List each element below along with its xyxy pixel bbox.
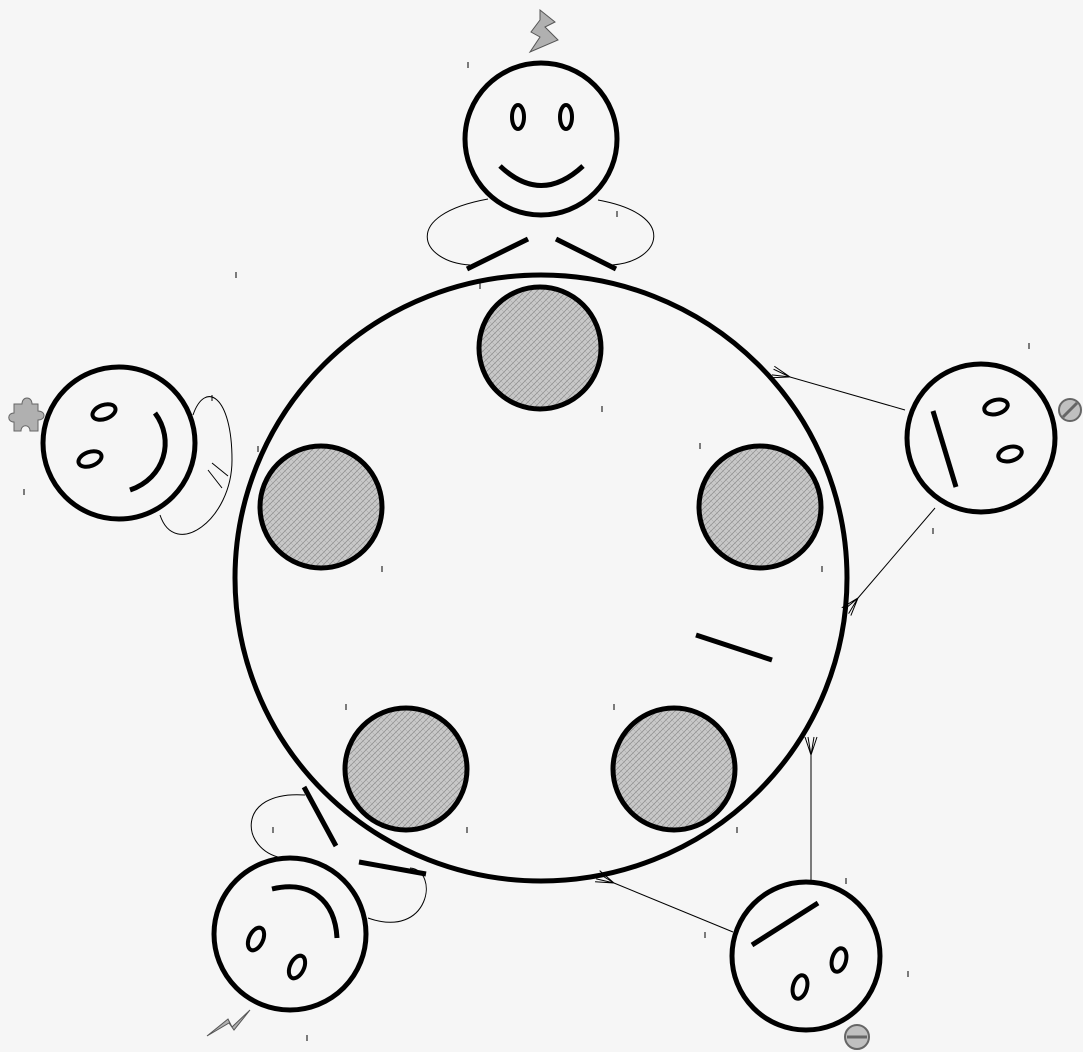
- fork: [359, 862, 426, 874]
- fork: [467, 239, 528, 269]
- lightning-icon: [530, 10, 558, 52]
- philosopher-bottom-left: [214, 858, 366, 1010]
- plate: [699, 446, 821, 568]
- plate: [479, 287, 601, 409]
- lightning-icon: [207, 1010, 250, 1036]
- no-entry-icon: [845, 1025, 869, 1049]
- philosopher-head: [214, 858, 366, 1010]
- plate: [613, 708, 735, 830]
- philosopher-head: [732, 882, 880, 1030]
- philosopher-head: [465, 63, 617, 215]
- puzzle-icon: [9, 398, 44, 431]
- philosopher-top: [465, 63, 617, 215]
- philosopher-head: [43, 367, 195, 519]
- fork: [696, 635, 772, 660]
- philosopher-bottom-right: [732, 882, 880, 1030]
- philosopher-left: [43, 367, 195, 519]
- arrow: [614, 883, 733, 932]
- no-entry-icon: [1059, 399, 1081, 421]
- plate: [345, 708, 467, 830]
- philosopher-right: [907, 364, 1055, 512]
- fork: [556, 239, 616, 269]
- plates: [260, 287, 821, 830]
- arrow: [858, 508, 935, 598]
- arrow: [790, 377, 905, 410]
- plate: [260, 446, 382, 568]
- philosopher-head: [907, 364, 1055, 512]
